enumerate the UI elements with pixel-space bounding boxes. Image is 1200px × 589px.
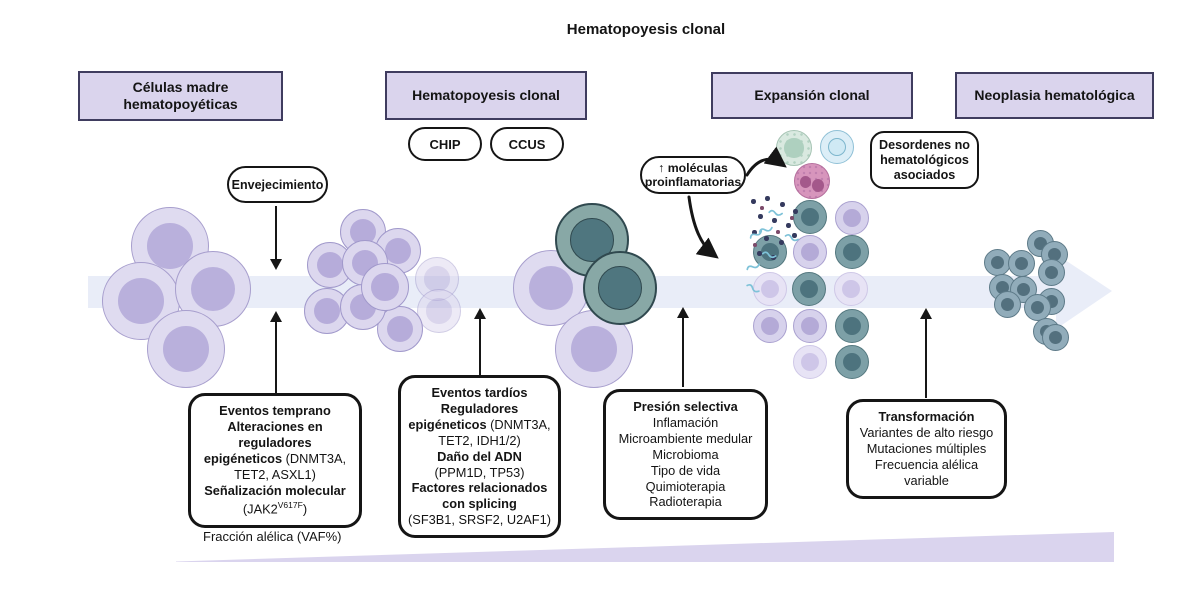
event-box-line: Presión selectiva <box>633 399 738 414</box>
molecule-dot <box>757 251 762 256</box>
event-box-line: TET2, ASXL1) <box>234 466 316 482</box>
event-box-line: Radioterapia <box>649 494 722 510</box>
molecule-dot <box>779 240 784 245</box>
stage-label: Neoplasia hematológica <box>974 87 1135 103</box>
molecule-dot <box>780 202 785 207</box>
molecule-dot <box>776 230 780 234</box>
proinflammatory-line: ↑ moléculas <box>658 160 728 175</box>
cytokine-squiggle-icon <box>746 277 764 293</box>
stage-box-stem-cells: Células madre hematopoyéticas <box>78 71 283 121</box>
cytokine-squiggle-icon <box>768 203 784 216</box>
event-box-line: TET2, IDH1/2) <box>438 432 521 448</box>
cytokine-squiggle-icon <box>745 223 763 239</box>
aging-down-arrow <box>269 206 283 270</box>
ccus-badge: CCUS <box>490 127 564 161</box>
disorders-line: hematológicos <box>880 152 969 167</box>
cell-teal <box>793 200 827 234</box>
event-box-line: Eventos tardíos <box>431 385 528 400</box>
selective-pressure-up-arrow <box>676 307 690 387</box>
aging-label: Envejecimiento <box>231 177 324 192</box>
aging-pill: Envejecimiento <box>227 166 328 203</box>
event-box-line: (JAK2V617F) <box>242 500 308 517</box>
event-box-line: (PPM1D, TP53) <box>434 464 525 480</box>
early-events-up-arrow <box>269 311 283 393</box>
figure-title: Hematopoyesis clonal <box>566 21 726 38</box>
stage-label: Hematopoyesis clonal <box>412 87 560 103</box>
proinflammatory-pill: ↑ moléculas proinflamatorias <box>640 156 746 194</box>
event-box-line: Microbioma <box>652 446 719 462</box>
molecule-dot <box>790 216 794 220</box>
event-box-line: reguladores <box>238 434 312 450</box>
cell-teal <box>835 345 869 379</box>
cytokine-squiggle-icon <box>784 227 802 242</box>
ccus-label: CCUS <box>508 136 546 152</box>
late-events-up-arrow <box>473 308 487 375</box>
molecule-dot <box>765 196 770 201</box>
cytokine-squiggle-icon <box>756 219 773 233</box>
chip-label: CHIP <box>429 136 461 152</box>
event-box-line: epigéneticos (DNMT3A, <box>408 416 551 432</box>
event-box-line: Inflamación <box>652 414 719 430</box>
molecule-dot <box>792 233 797 238</box>
disorders-line: Desordenes no <box>879 137 970 152</box>
stage-box-hematologic-neoplasia: Neoplasia hematológica <box>955 72 1154 119</box>
event-box-line: Transformación <box>878 409 975 424</box>
molecule-dot <box>751 199 756 204</box>
event-box-line: Variantes de alto riesgo <box>859 424 994 440</box>
event-box-line: Reguladores <box>440 400 519 416</box>
event-box-line: Frecuencia alélica <box>874 456 979 472</box>
molecule-dot <box>753 243 757 247</box>
cell-pale <box>793 345 827 379</box>
molecule-dot <box>760 206 764 210</box>
cytokine-squiggle-icon <box>743 256 760 271</box>
stage-box-clonal-expansion: Expansión clonal <box>711 72 913 119</box>
event-box-line: (SF3B1, SRSF2, U2AF1) <box>408 512 551 528</box>
event-box-line: Señalización molecular <box>204 482 346 498</box>
molecule-dot <box>764 236 769 241</box>
event-box-line: con splicing <box>442 496 517 512</box>
stage-label: Células madre hematopoyéticas <box>123 79 238 112</box>
event-box-line: variable <box>904 472 949 488</box>
molecule-dot <box>758 214 763 219</box>
stage-label: Expansión clonal <box>754 87 870 103</box>
event-box-line: Quimioterapia <box>645 478 726 494</box>
event-box-line: Factores relacionados <box>411 480 548 496</box>
molecule-dot <box>786 223 791 228</box>
cell-lav <box>835 201 869 235</box>
disorders-line: asociados <box>893 167 956 182</box>
cytokine-squiggle-icon <box>761 244 779 259</box>
event-box-line: epigéneticos (DNMT3A, <box>203 450 347 466</box>
chip-badge: CHIP <box>408 127 482 161</box>
event-box-line: Mutaciones múltiples <box>866 440 987 456</box>
cell-pink <box>794 163 830 199</box>
event-box-line: Eventos temprano <box>219 403 331 418</box>
molecule-dot <box>752 230 757 235</box>
transformation-up-arrow <box>919 308 933 398</box>
vaf-axis-label: Fracción alélica (VAF%) <box>203 529 342 544</box>
event-box-line: Daño del ADN <box>437 448 522 464</box>
cell-blue <box>820 130 854 164</box>
proinflammatory-line: proinflamatorias <box>644 175 742 189</box>
disorders-callout: Desordenes no hematológicos asociados <box>870 131 979 189</box>
stage-box-clonal-hematopoiesis: Hematopoyesis clonal <box>385 71 587 120</box>
event-box-line: Alteraciones en <box>227 418 323 434</box>
event-box-line: Microambiente medular <box>618 430 753 446</box>
molecule-dot <box>772 218 777 223</box>
molecule-dot <box>793 209 798 214</box>
event-box-line: Tipo de vida <box>650 462 721 478</box>
